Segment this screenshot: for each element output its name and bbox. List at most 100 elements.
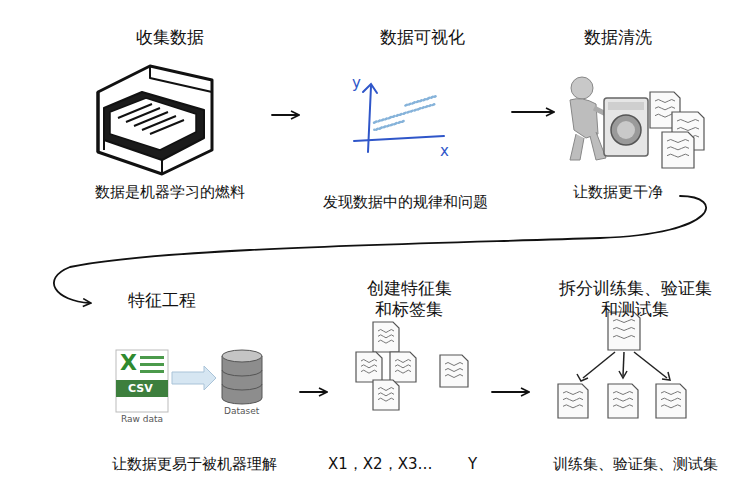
data-dot [431, 96, 433, 98]
data-dot [416, 101, 418, 103]
flow-arrow [300, 391, 326, 393]
data-dot [422, 106, 424, 108]
data-dot [405, 111, 407, 113]
csv-to-dataset [116, 350, 262, 412]
paper-lines [378, 398, 394, 401]
step-caption: 让数据更易于被机器理解 [90, 455, 298, 474]
paper [356, 352, 382, 382]
data-dot [429, 104, 431, 106]
data-dot [381, 126, 383, 128]
paper-lines [378, 335, 394, 338]
paper-lines [563, 398, 583, 401]
data-dot [405, 104, 407, 106]
step-caption: X1，X2，X3… [328, 455, 453, 474]
data-dot [396, 122, 398, 124]
paper-lines [661, 398, 681, 401]
paper [558, 384, 588, 418]
paper-lines [361, 370, 377, 373]
data-dot [434, 95, 436, 97]
paper-lines [667, 140, 689, 143]
illustration-label: Dataset [224, 407, 259, 416]
pipeline-step: 创建特征集 和标签集 X1，X2，X3… Y [328, 278, 490, 480]
flow-arrow [512, 111, 553, 113]
pipeline-step: 拆分训练集、验证集 和测试集训练集、验证集、测试集 [530, 278, 740, 480]
data-dot [411, 109, 413, 111]
data-dot [378, 120, 380, 122]
data-dot [402, 120, 404, 122]
scatter-chart [354, 84, 444, 152]
data-dot [390, 124, 392, 126]
data-dot [380, 127, 382, 129]
paper-lines [655, 107, 675, 110]
data-dot [387, 125, 389, 127]
paper-lines [661, 392, 681, 395]
data-dot [390, 116, 392, 118]
illustration-label: y [352, 76, 361, 91]
paper-lines [395, 370, 411, 373]
paper-lines [445, 363, 463, 366]
paper [608, 384, 638, 418]
paper-lines [661, 405, 681, 408]
step-title: 数据清洗 [555, 27, 680, 48]
data-dot [382, 118, 384, 120]
flow-arrow [492, 391, 528, 393]
data-dot [373, 129, 375, 131]
paper-lines [613, 392, 633, 395]
paper-lines [445, 375, 463, 378]
step-caption: 训练集、验证集、测试集 [530, 455, 740, 474]
data-dot [428, 97, 430, 99]
data-dot [384, 126, 386, 128]
data-dot [385, 118, 387, 120]
data-dot [398, 121, 400, 123]
paper [390, 352, 416, 382]
data-dot [400, 113, 402, 115]
data-dot [418, 107, 420, 109]
document-icons [356, 92, 704, 418]
paper-lines [378, 340, 394, 343]
data-dot [426, 105, 428, 107]
paper [373, 380, 399, 410]
data-dot [397, 114, 399, 116]
paper-lines [613, 328, 635, 331]
paper-lines [395, 360, 411, 363]
data-dot [427, 97, 429, 99]
data-dot [417, 100, 419, 102]
step-title: 数据可视化 [380, 27, 510, 48]
data-dot [409, 103, 411, 105]
data-dot [388, 124, 390, 126]
data-dot [386, 117, 388, 119]
paper-lines [378, 330, 394, 333]
data-dot [406, 104, 408, 106]
paper-lines [613, 405, 633, 408]
paper-lines [613, 320, 635, 323]
paper-lines [563, 392, 583, 395]
data-dot [425, 105, 427, 107]
illustration-label: x [440, 144, 449, 159]
data-dot [381, 119, 383, 121]
paper [440, 355, 468, 387]
data-dot [411, 110, 413, 112]
paper-lines [378, 388, 394, 391]
data-dot [379, 119, 381, 121]
split-arrows [577, 352, 670, 381]
cleaning-figure [570, 77, 648, 160]
data-dot [393, 115, 395, 117]
paper-lines [655, 100, 675, 103]
step-title: 创建特征集 和标签集 [348, 278, 470, 321]
step-title: 收集数据 [70, 27, 270, 48]
paper-lines [361, 360, 377, 363]
data-dot [384, 125, 386, 127]
data-dot [395, 122, 397, 124]
data-dot [374, 121, 376, 123]
data-dot [402, 120, 404, 122]
step-caption: Y [468, 455, 488, 474]
paper-lines [378, 393, 394, 396]
data-dot [432, 96, 434, 98]
paper [656, 384, 686, 418]
data-dot [399, 113, 401, 115]
data-dot [423, 106, 425, 108]
data-dot [414, 101, 416, 103]
paper-lines [677, 128, 699, 131]
data-dot [413, 102, 415, 104]
